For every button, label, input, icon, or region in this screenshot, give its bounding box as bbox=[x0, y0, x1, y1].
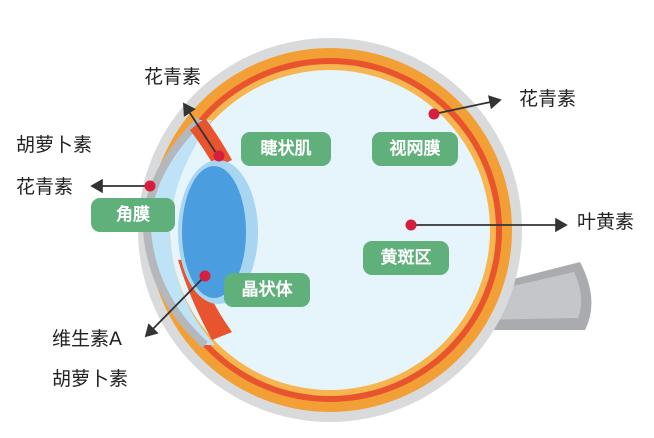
cornea-outline bbox=[143, 117, 208, 348]
note-ciliary-nutrient: 花青素 bbox=[144, 66, 202, 88]
arrow-lens bbox=[144, 275, 206, 338]
marker-ciliary bbox=[213, 150, 225, 162]
label-lens: 晶状体 bbox=[224, 273, 310, 307]
label-macula: 黄斑区 bbox=[363, 241, 449, 275]
note-lens-nutrient-1: 维生素A bbox=[52, 328, 122, 350]
label-retina: 视网膜 bbox=[372, 132, 458, 166]
marker-lens bbox=[199, 270, 211, 282]
arrow-ciliary-top bbox=[183, 102, 219, 157]
lens-body bbox=[182, 166, 246, 298]
note-cornea-nutrient-2: 花青素 bbox=[16, 176, 74, 198]
arrow-retina bbox=[433, 95, 502, 115]
note-macula-nutrient: 叶黄素 bbox=[577, 211, 635, 233]
marker-cornea bbox=[144, 180, 156, 192]
note-retina-nutrient: 花青素 bbox=[519, 88, 577, 110]
label-ciliary-muscle: 睫状肌 bbox=[241, 132, 331, 166]
label-cornea: 角膜 bbox=[91, 198, 175, 232]
note-lens-nutrient-2: 胡萝卜素 bbox=[52, 368, 129, 390]
note-cornea-nutrient-1: 胡萝卜素 bbox=[16, 134, 93, 156]
marker-macula bbox=[405, 219, 417, 231]
marker-retina bbox=[428, 108, 440, 120]
